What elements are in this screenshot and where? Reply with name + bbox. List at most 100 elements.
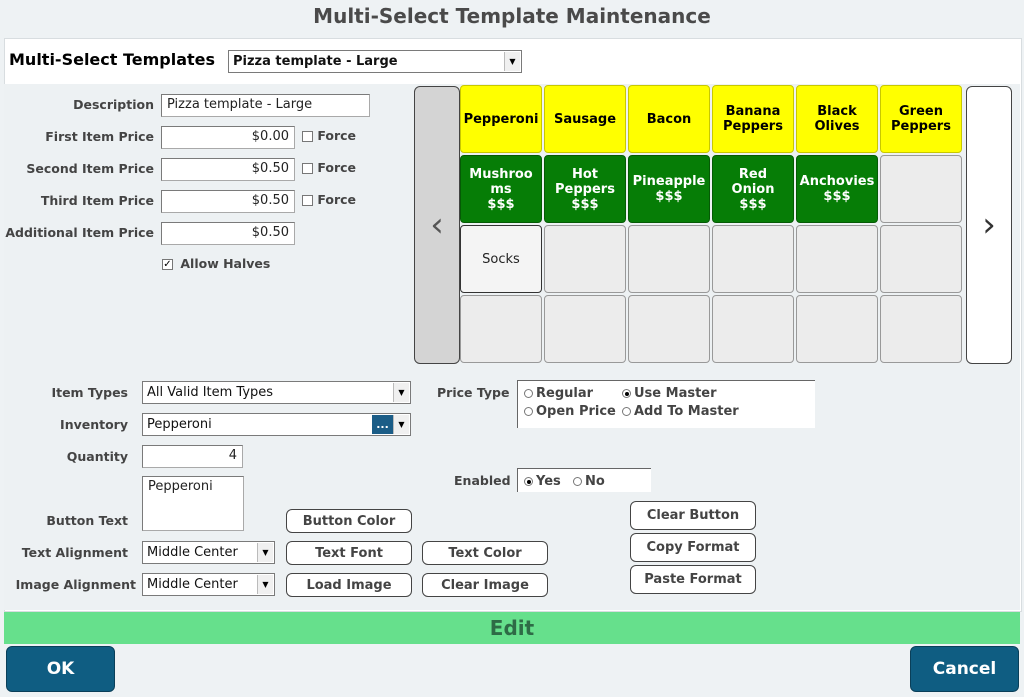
description-label: Description (73, 97, 154, 112)
text-alignment-label: Text Alignment (21, 545, 128, 560)
checkbox-icon[interactable] (302, 195, 313, 206)
chevron-down-icon[interactable]: ▼ (257, 543, 273, 562)
grid-button[interactable] (628, 295, 710, 363)
enabled-option-label: No (585, 474, 605, 489)
first-item-price-label: First Item Price (45, 129, 154, 144)
price-option-use-master[interactable]: Use Master (622, 386, 717, 401)
chevron-down-icon[interactable]: ▼ (393, 383, 409, 402)
grid-button[interactable] (796, 225, 878, 293)
copy-format-button[interactable]: Copy Format (630, 533, 756, 562)
grid-button[interactable] (880, 155, 962, 223)
text-color-button[interactable]: Text Color (422, 541, 548, 565)
grid-button-label: Black (817, 104, 857, 119)
item-types-label: Item Types (51, 385, 128, 400)
price-type-label: Price Type (437, 385, 510, 400)
inventory-select[interactable]: Pepperoni ... ▼ (142, 413, 411, 436)
third-force-checkbox[interactable]: Force (302, 192, 356, 207)
ok-button[interactable]: OK (6, 646, 115, 692)
third-item-price-field[interactable]: $0.50 (161, 190, 295, 213)
grid-button[interactable]: Socks (460, 225, 542, 293)
image-alignment-select[interactable]: Middle Center ▼ (142, 573, 275, 596)
checkmark-icon[interactable]: ✓ (162, 259, 173, 270)
next-page-button[interactable]: › (966, 86, 1012, 364)
quantity-field[interactable]: 4 (142, 445, 243, 468)
checkbox-icon[interactable] (302, 163, 313, 174)
grid-button[interactable] (628, 225, 710, 293)
load-image-button[interactable]: Load Image (286, 573, 412, 597)
quantity-label: Quantity (66, 449, 128, 464)
grid-button-label: Anchovies (799, 174, 875, 189)
button-color-button[interactable]: Button Color (286, 509, 412, 533)
checkbox-icon[interactable] (302, 131, 313, 142)
grid-button-label: Banana (725, 104, 781, 119)
inventory-lookup-button[interactable]: ... (372, 415, 393, 434)
grid-button[interactable] (460, 295, 542, 363)
price-option-add-to-master[interactable]: Add To Master (622, 404, 739, 419)
price-option-label: Add To Master (634, 404, 739, 419)
enabled-group: Yes No (517, 468, 651, 492)
radio-icon[interactable] (524, 407, 533, 416)
additional-item-price-label: Additional Item Price (5, 225, 154, 240)
grid-button[interactable] (796, 295, 878, 363)
grid-button-label: Red (738, 166, 768, 182)
additional-item-price-field[interactable]: $0.50 (161, 222, 295, 245)
text-font-button[interactable]: Text Font (286, 541, 412, 565)
price-option-regular[interactable]: Regular (524, 386, 593, 401)
cancel-button[interactable]: Cancel (910, 646, 1019, 692)
grid-button[interactable]: Anchovies$$$ (796, 155, 878, 223)
item-types-select[interactable]: All Valid Item Types ▼ (142, 381, 411, 404)
second-item-price-field[interactable]: $0.50 (161, 158, 295, 181)
grid-button-label: Bacon (646, 111, 692, 127)
radio-icon[interactable] (524, 389, 533, 398)
grid-button[interactable] (880, 295, 962, 363)
enabled-no[interactable]: No (573, 474, 605, 489)
edit-mode-bar: Edit (4, 612, 1020, 644)
image-alignment-label: Image Alignment (15, 577, 136, 592)
grid-button-label: Socks (482, 251, 520, 267)
grid-button[interactable]: Sausage (544, 85, 626, 153)
template-select[interactable]: Pizza template - Large ▼ (228, 50, 522, 73)
price-option-open-price[interactable]: Open Price (524, 404, 616, 419)
grid-button-label: Green (899, 104, 943, 119)
enabled-yes[interactable]: Yes (524, 474, 561, 489)
radio-icon[interactable] (622, 407, 631, 416)
chevron-down-icon[interactable]: ▼ (393, 415, 409, 434)
paste-format-button[interactable]: Paste Format (630, 565, 756, 594)
grid-button[interactable]: Bacon (628, 85, 710, 153)
grid-button-label: Peppers (891, 119, 951, 134)
grid-button[interactable]: Pineapple$$$ (628, 155, 710, 223)
first-force-checkbox[interactable]: Force (302, 128, 356, 143)
grid-button-label: ms (490, 181, 512, 197)
clear-button-button[interactable]: Clear Button (630, 501, 756, 530)
prev-page-button[interactable]: ‹ (414, 86, 460, 364)
allow-halves-checkbox[interactable]: ✓ Allow Halves (162, 256, 270, 271)
grid-button[interactable]: Pepperoni (460, 85, 542, 153)
grid-button[interactable] (544, 225, 626, 293)
clear-image-button[interactable]: Clear Image (422, 573, 548, 597)
second-force-checkbox[interactable]: Force (302, 160, 356, 175)
button-text-field[interactable]: Pepperoni (142, 476, 244, 531)
grid-button-label: Pineapple (632, 174, 706, 189)
second-item-price-label: Second Item Price (26, 161, 154, 176)
radio-icon[interactable] (573, 477, 582, 486)
text-alignment-select[interactable]: Middle Center ▼ (142, 541, 275, 564)
grid-button[interactable] (712, 225, 794, 293)
radio-selected-icon[interactable] (622, 389, 631, 398)
grid-button[interactable] (880, 225, 962, 293)
description-field[interactable]: Pizza template - Large (161, 94, 370, 117)
chevron-down-icon[interactable]: ▼ (504, 52, 520, 71)
radio-selected-icon[interactable] (524, 477, 533, 486)
chevron-down-icon[interactable]: ▼ (257, 575, 273, 594)
grid-button-label: Hot (571, 166, 599, 182)
grid-button[interactable] (544, 295, 626, 363)
grid-button[interactable] (712, 295, 794, 363)
chevron-left-icon: ‹ (430, 205, 444, 245)
first-item-price-field[interactable]: $0.00 (161, 126, 295, 149)
force-label: Force (317, 128, 357, 143)
